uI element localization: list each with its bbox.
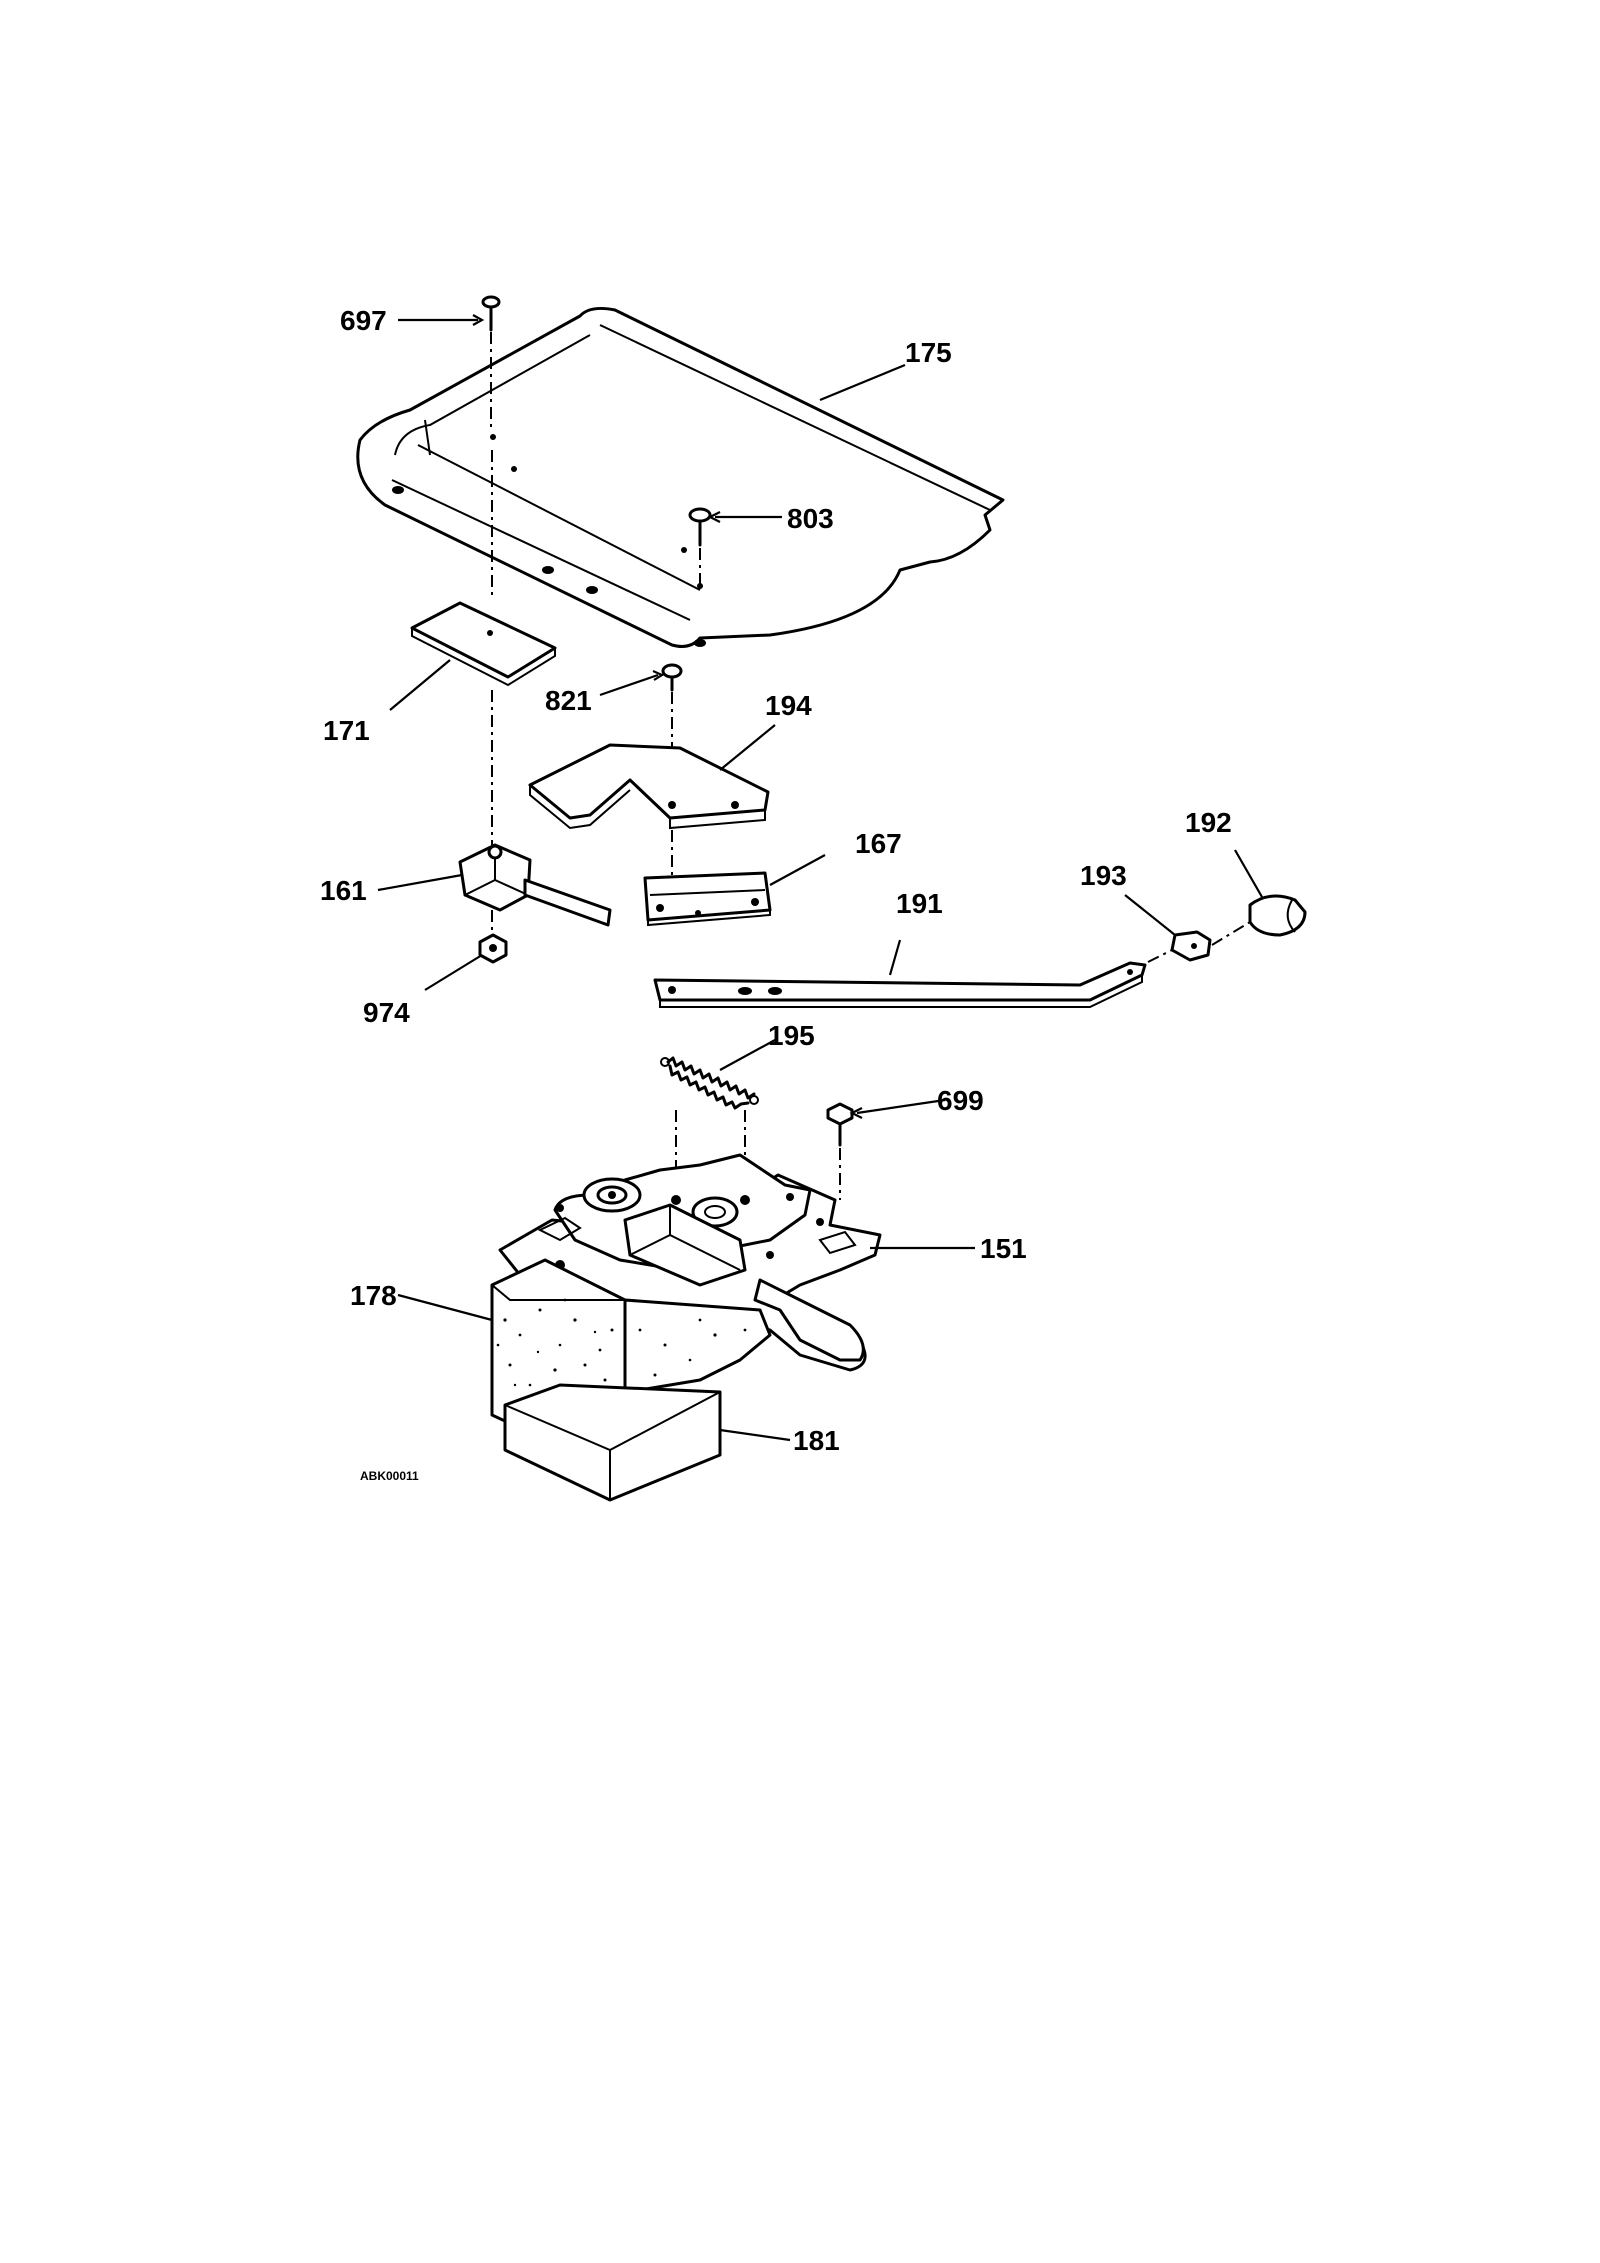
label-803: 803 — [787, 503, 834, 534]
screw-697 — [481, 295, 501, 432]
screw-699 — [826, 1102, 854, 1200]
label-699: 699 — [937, 1085, 984, 1116]
label-151: 151 — [980, 1233, 1027, 1264]
block-167 — [643, 830, 772, 927]
label-167: 167 — [855, 828, 902, 859]
leader-lines — [377, 314, 1263, 1442]
clip-193 — [1147, 930, 1212, 963]
label-178: 178 — [350, 1280, 397, 1311]
lever-bar-191 — [653, 961, 1147, 1008]
label-192: 192 — [1185, 807, 1232, 838]
label-195: 195 — [768, 1020, 815, 1051]
label-171: 171 — [323, 715, 370, 746]
pad-171 — [410, 450, 557, 687]
label-821: 821 — [545, 685, 592, 716]
drawing-code: ABK00011 — [360, 1469, 419, 1483]
cap-192 — [1211, 894, 1307, 946]
switch-161 — [458, 690, 612, 935]
base-block-181 — [503, 1383, 722, 1502]
cover-panel-175 — [356, 307, 1005, 648]
label-191: 191 — [896, 888, 943, 919]
label-974: 974 — [363, 997, 410, 1028]
label-194: 194 — [765, 690, 812, 721]
label-175: 175 — [905, 337, 952, 368]
bracket-194 — [528, 743, 770, 830]
label-697: 697 — [340, 305, 387, 336]
label-181: 181 — [793, 1425, 840, 1456]
label-193: 193 — [1080, 860, 1127, 891]
label-161: 161 — [320, 875, 367, 906]
nut-974 — [478, 933, 508, 964]
screw-821 — [661, 663, 683, 800]
screw-803 — [688, 507, 712, 585]
